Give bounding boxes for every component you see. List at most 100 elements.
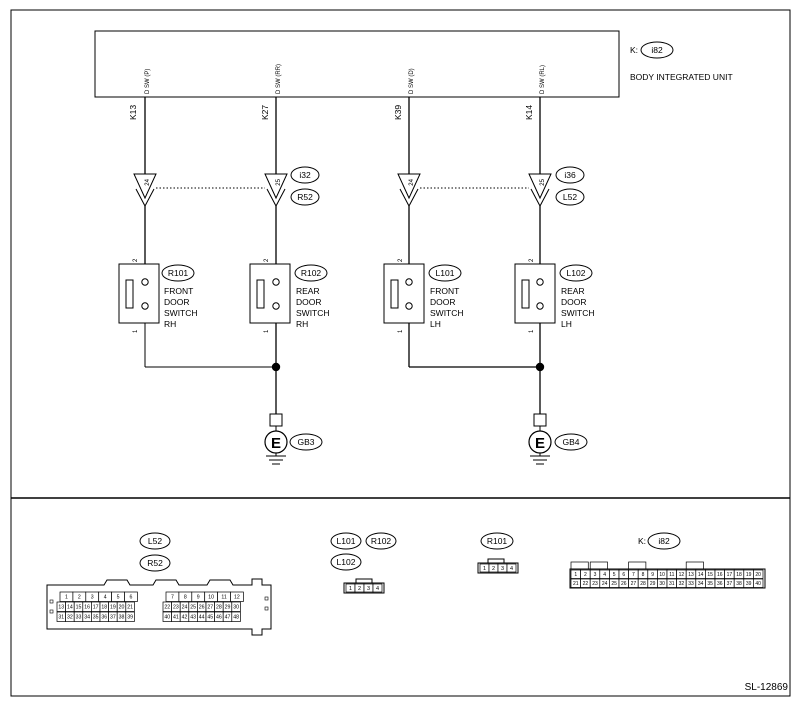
i82-pin-37: 37 [727, 581, 733, 587]
ground-gb4: E GB4 [528, 413, 588, 465]
ground-gb3: E GB3 [264, 413, 323, 465]
big-pin-30-cell [231, 601, 241, 612]
big-pin-8: 8 [184, 595, 187, 601]
big-pin-44: 44 [199, 615, 205, 621]
pin-25-lh: 25 [540, 178, 546, 185]
big-pin-40: 40 [164, 615, 170, 621]
r102-pin-top: 2 [264, 258, 270, 262]
i82-pin-25: 25 [611, 581, 617, 587]
i82-pin-24: 24 [602, 581, 608, 587]
signal-d-sw-p: D SW (P) [145, 69, 151, 94]
big-pin-10: 10 [208, 595, 214, 601]
middle-wires [144, 206, 541, 264]
big-pin-34: 34 [84, 615, 90, 621]
ground-id-gb4: GB4 [562, 437, 579, 447]
big-pin-39: 39 [127, 615, 133, 621]
i82-pin-38: 38 [736, 581, 742, 587]
i82-pin-9: 9 [651, 572, 654, 578]
i82-pin-15: 15 [707, 572, 713, 578]
junction-rh [271, 362, 281, 372]
big-pin-32: 32 [67, 615, 73, 621]
unit-name: BODY INTEGRATED UNIT [630, 72, 733, 82]
i82-pin-32: 32 [679, 581, 685, 587]
l101-pin-top: 2 [398, 258, 404, 262]
l102-pin-bottom: 1 [529, 329, 535, 333]
big-pin-20: 20 [119, 605, 125, 611]
big-pin-37: 37 [110, 615, 116, 621]
small4-pin-3: 3 [367, 586, 370, 592]
big-pin-36: 36 [101, 615, 107, 621]
i82-pin-20-cell [753, 569, 764, 579]
i82-pin-40-cell [753, 578, 764, 588]
big-pin-26: 26 [199, 605, 205, 611]
i82-pin-19: 19 [746, 572, 752, 578]
big-pin-21-cell [125, 601, 135, 612]
i82-pin-16: 16 [717, 572, 723, 578]
i82-pin-31: 31 [669, 581, 675, 587]
i82-pin-35: 35 [707, 581, 713, 587]
switch-r101: 2 1 R101 FRONT DOOR SWITCH RH [118, 258, 198, 333]
diagram-frame [10, 9, 791, 697]
i82-pin-13: 13 [688, 572, 694, 578]
r102-line-1: REAR [296, 286, 320, 296]
r101-line-2: DOOR [164, 297, 190, 307]
big-pin-6-cell [124, 591, 138, 602]
i82-pin-34: 34 [698, 581, 704, 587]
r102-line-4: RH [296, 319, 308, 329]
l101-line-4: LH [430, 319, 441, 329]
small4-pin-1: 1 [349, 586, 352, 592]
i82-key-tab [685, 561, 704, 570]
big-pin-25: 25 [190, 605, 196, 611]
i82-key-tab [628, 561, 647, 570]
i82-connector-id: i82 [658, 536, 670, 546]
signal-d-sw-rl: D SW (RL) [540, 65, 546, 94]
big-pin-29: 29 [225, 605, 231, 611]
i82-pin-27: 27 [631, 581, 637, 587]
r101-pin-4-cell [506, 563, 517, 573]
i82-pin-33: 33 [688, 581, 694, 587]
big-pin-18: 18 [101, 605, 107, 611]
pin-24-rh: 24 [145, 178, 151, 185]
connector-id-i36: i36 [564, 170, 576, 180]
big-pin-48-cell [231, 611, 241, 622]
i82-pin-10: 10 [659, 572, 665, 578]
i82-pin-26: 26 [621, 581, 627, 587]
big-pin-43: 43 [190, 615, 196, 621]
i82-pin-20: 20 [755, 572, 761, 578]
i82-pin-40: 40 [755, 581, 761, 587]
r101-pin-3: 3 [501, 566, 504, 572]
i82-pin-11: 11 [669, 572, 674, 578]
unit-signals: D SW (P) D SW (RR) D SW (D) D SW (RL) [145, 64, 546, 94]
big-pin-14: 14 [67, 605, 73, 611]
big-pin-11: 11 [221, 595, 226, 601]
i82-pin-7: 7 [632, 572, 635, 578]
big-pin-22: 22 [164, 605, 170, 611]
lower-wires [144, 323, 545, 414]
i82-key-tab [589, 561, 608, 570]
terminal-k14: K14 [524, 105, 534, 120]
r102-pin-bottom: 1 [264, 329, 270, 333]
switch-r102: 2 1 R102 REAR DOOR SWITCH RH [249, 258, 330, 333]
small-connector-id-r102: R102 [371, 536, 392, 546]
big-pin-39-cell [125, 611, 135, 622]
unit-connector-prefix: K: [630, 45, 638, 55]
ground-symbol-gb4: E [535, 435, 545, 452]
big-pin-23: 23 [173, 605, 179, 611]
l101-pin-bottom: 1 [398, 329, 404, 333]
signal-d-sw-d: D SW (D) [409, 68, 415, 94]
i82-pin-5: 5 [613, 572, 616, 578]
connector-id-i32: i32 [299, 170, 311, 180]
big-pin-33: 33 [76, 615, 82, 621]
switch-id-r102: R102 [301, 268, 322, 278]
big-pin-28: 28 [216, 605, 222, 611]
r101-line-1: FRONT [164, 286, 193, 296]
i82-pin-12: 12 [679, 572, 685, 578]
i82-pin-29: 29 [650, 581, 656, 587]
i82-connector-prefix: K: [638, 536, 646, 546]
